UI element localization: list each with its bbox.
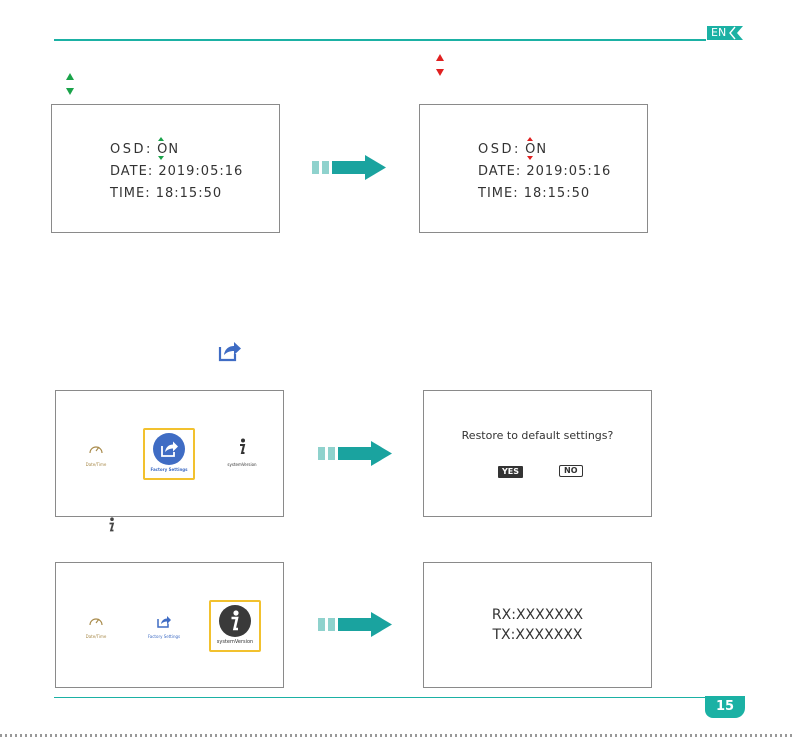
date-label: DATE: (110, 164, 153, 179)
date-value: 2019:05:16 (158, 164, 243, 179)
header-rule (54, 39, 706, 41)
menu-panel-version: Date/Time Factory Settings systemVersion (55, 562, 284, 688)
share-icon (156, 614, 172, 629)
info-icon (106, 517, 116, 533)
menu-item-system-version-label: systemVersion (222, 462, 262, 467)
red-up-arrow-icon (436, 54, 444, 61)
green-up-arrow-icon (66, 73, 74, 80)
osd-panel-after: OSD: ON DATE: 2019:05:16 TIME: 18:15:50 (419, 104, 648, 233)
red-down-arrow-icon (436, 69, 444, 76)
right-arrow-icon (312, 155, 386, 180)
speedometer-icon (88, 613, 104, 629)
osd-label: OSD: (110, 142, 152, 157)
no-button[interactable]: NO (559, 465, 583, 477)
time-label: TIME: (110, 186, 151, 201)
osd-row: OSD: ON (110, 142, 179, 157)
menu-item-factory-settings[interactable]: Factory Settings (143, 428, 195, 480)
green-up-marker-icon (158, 137, 164, 141)
share-icon (217, 339, 242, 363)
osd-panel-before: OSD: ON DATE: 2019:05:16 TIME: 18:15:50 (51, 104, 280, 233)
osd-row: OSD: ON (478, 142, 547, 157)
right-arrow-icon (318, 612, 392, 637)
bottom-dotted-border (0, 734, 795, 737)
speedometer-icon (88, 441, 104, 457)
menu-item-factory-settings-label: Factory Settings (144, 634, 184, 639)
version-panel: RX:XXXXXXX TX:XXXXXXX (423, 562, 652, 688)
rx-version: RX:XXXXXXX (424, 607, 651, 623)
menu-item-system-version-label: systemVersion (211, 639, 259, 645)
osd-label: OSD: (478, 142, 520, 157)
language-badge: EN (707, 26, 743, 40)
time-row: TIME: 18:15:50 (110, 186, 222, 201)
date-row: DATE: 2019:05:16 (478, 164, 611, 179)
osd-value: ON (525, 142, 547, 157)
page-number-badge: 15 (705, 696, 745, 718)
time-value: 18:15:50 (156, 186, 222, 201)
red-up-marker-icon (527, 137, 533, 141)
date-label: DATE: (478, 164, 521, 179)
restore-question: Restore to default settings? (424, 429, 651, 442)
green-down-arrow-icon (66, 88, 74, 95)
date-value: 2019:05:16 (526, 164, 611, 179)
yes-button[interactable]: YES (498, 466, 523, 478)
footer-rule (54, 697, 706, 698)
restore-dialog: Restore to default settings? YES NO (423, 390, 652, 517)
language-code: EN (711, 26, 726, 40)
right-arrow-icon (318, 441, 392, 466)
info-circle-icon (218, 604, 252, 638)
time-label: TIME: (478, 186, 519, 201)
time-row: TIME: 18:15:50 (478, 186, 590, 201)
menu-item-date-time-label: Date/Time (78, 634, 114, 639)
time-value: 18:15:50 (524, 186, 590, 201)
tx-version: TX:XXXXXXX (424, 627, 651, 643)
menu-item-factory-settings-label: Factory Settings (145, 467, 193, 472)
date-row: DATE: 2019:05:16 (110, 164, 243, 179)
menu-item-system-version[interactable]: systemVersion (209, 600, 261, 652)
info-icon (236, 438, 248, 456)
menu-item-date-time-label: Date/Time (78, 462, 114, 467)
menu-panel-factory: Date/Time Factory Settings systemVersion (55, 390, 284, 517)
page-number: 15 (705, 697, 745, 717)
share-circle-icon (152, 432, 186, 466)
osd-value: ON (157, 142, 179, 157)
